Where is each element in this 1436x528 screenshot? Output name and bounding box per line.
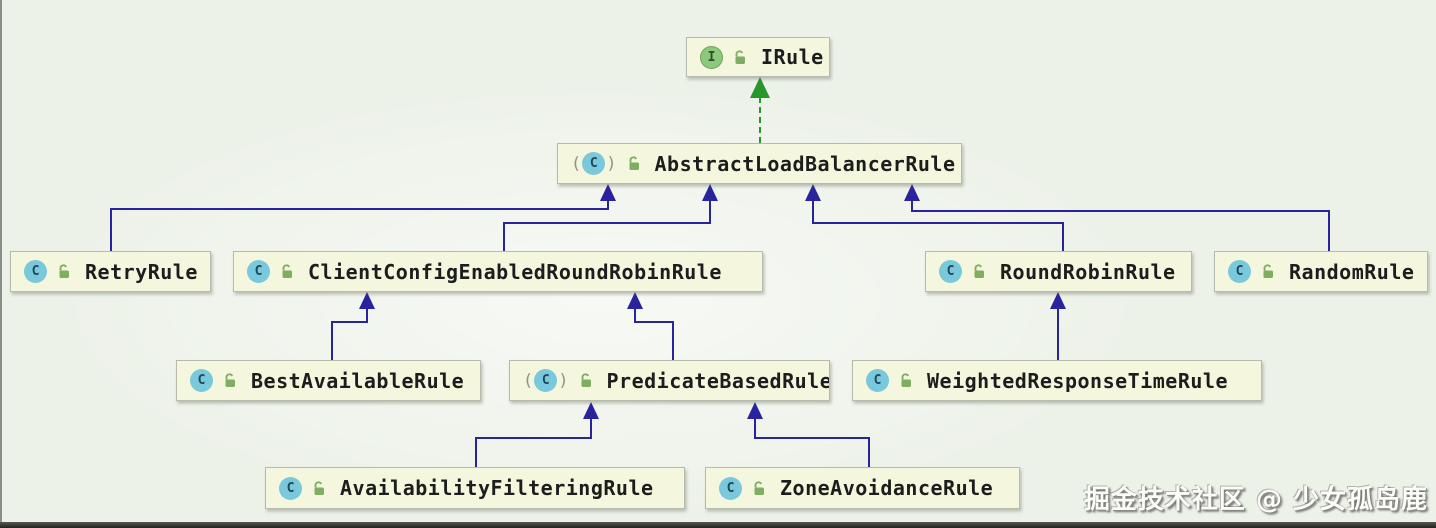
watermark-text: 掘金技术社区 @ 少女孤岛鹿 xyxy=(1083,485,1428,515)
class-node-weightedresponsetimerule[interactable]: C WeightedResponseTimeRule xyxy=(852,360,1262,401)
class-node-abstractloadbalancerrule[interactable]: ( C ) AbstractLoadBalancerRule xyxy=(557,143,962,184)
edge-availabilityfilteringrule-extends xyxy=(475,402,599,467)
edge-predicatebasedrule-extends xyxy=(627,292,674,360)
class-icon: C xyxy=(24,260,47,283)
class-name: RoundRobinRule xyxy=(1000,259,1176,284)
edge-zoneavoidancerule-extends xyxy=(747,402,870,467)
class-name: BestAvailableRule xyxy=(251,368,465,393)
public-lock-icon xyxy=(56,264,72,279)
class-name: AvailabilityFilteringRule xyxy=(340,476,654,500)
class-name: AbstractLoadBalancerRule xyxy=(654,151,956,176)
class-node-roundrobinrule[interactable]: C RoundRobinRule xyxy=(925,251,1192,292)
edge-abstractloadbalancerrule-implements-irule xyxy=(750,77,770,143)
class-icon: C xyxy=(866,369,889,392)
class-node-retryrule[interactable]: C RetryRule xyxy=(10,251,211,292)
class-node-predicatebasedrule[interactable]: ( C ) PredicateBasedRule xyxy=(509,360,830,401)
public-lock-icon xyxy=(751,480,767,496)
edge-roundrobinrule-extends xyxy=(805,184,1064,251)
public-lock-icon xyxy=(279,264,295,279)
class-node-irule[interactable]: I IRule xyxy=(686,37,830,77)
public-lock-icon xyxy=(311,480,327,496)
public-lock-icon xyxy=(1260,264,1276,279)
screen-left-edge xyxy=(0,0,2,528)
class-icon: C xyxy=(719,476,742,500)
public-lock-icon xyxy=(222,373,238,388)
class-icon: C xyxy=(939,260,962,283)
edge-retryrule-extends xyxy=(110,184,616,251)
public-lock-icon xyxy=(578,373,594,388)
screen-bottom-strip xyxy=(0,522,1436,528)
public-lock-icon xyxy=(971,264,987,279)
class-node-availabilityfilteringrule[interactable]: C AvailabilityFilteringRule xyxy=(265,467,685,509)
abstract-class-icon: ( C ) xyxy=(571,152,617,175)
class-node-zoneavoidancerule[interactable]: C ZoneAvoidanceRule xyxy=(705,467,1020,509)
class-name: ClientConfigEnabledRoundRobinRule xyxy=(308,259,722,284)
class-name: RetryRule xyxy=(85,259,198,284)
class-name: WeightedResponseTimeRule xyxy=(927,368,1228,393)
interface-icon: I xyxy=(700,45,723,69)
class-name: ZoneAvoidanceRule xyxy=(780,476,994,500)
class-node-randomrule[interactable]: C RandomRule xyxy=(1214,251,1428,292)
class-name: IRule xyxy=(761,45,824,69)
class-node-clientconfigenabledroundrobinrule[interactable]: C ClientConfigEnabledRoundRobinRule xyxy=(233,251,763,292)
class-icon: C xyxy=(247,260,270,283)
class-icon: C xyxy=(190,369,213,392)
edge-randomrule-extends xyxy=(904,184,1330,251)
class-node-bestavailablerule[interactable]: C BestAvailableRule xyxy=(176,360,481,401)
edge-bestavailablerule-extends xyxy=(331,292,375,360)
edge-clientconfigenabledroundrobinrule-extends xyxy=(503,184,718,251)
public-lock-icon xyxy=(732,49,748,65)
class-name: PredicateBasedRule xyxy=(606,368,830,393)
class-icon: C xyxy=(279,476,302,500)
abstract-class-icon: ( C ) xyxy=(523,369,569,392)
public-lock-icon xyxy=(626,156,642,171)
class-icon: C xyxy=(1228,260,1251,283)
public-lock-icon xyxy=(898,373,914,388)
edge-weightedresponsetimerule-extends xyxy=(1050,292,1066,360)
class-name: RandomRule xyxy=(1289,259,1415,284)
